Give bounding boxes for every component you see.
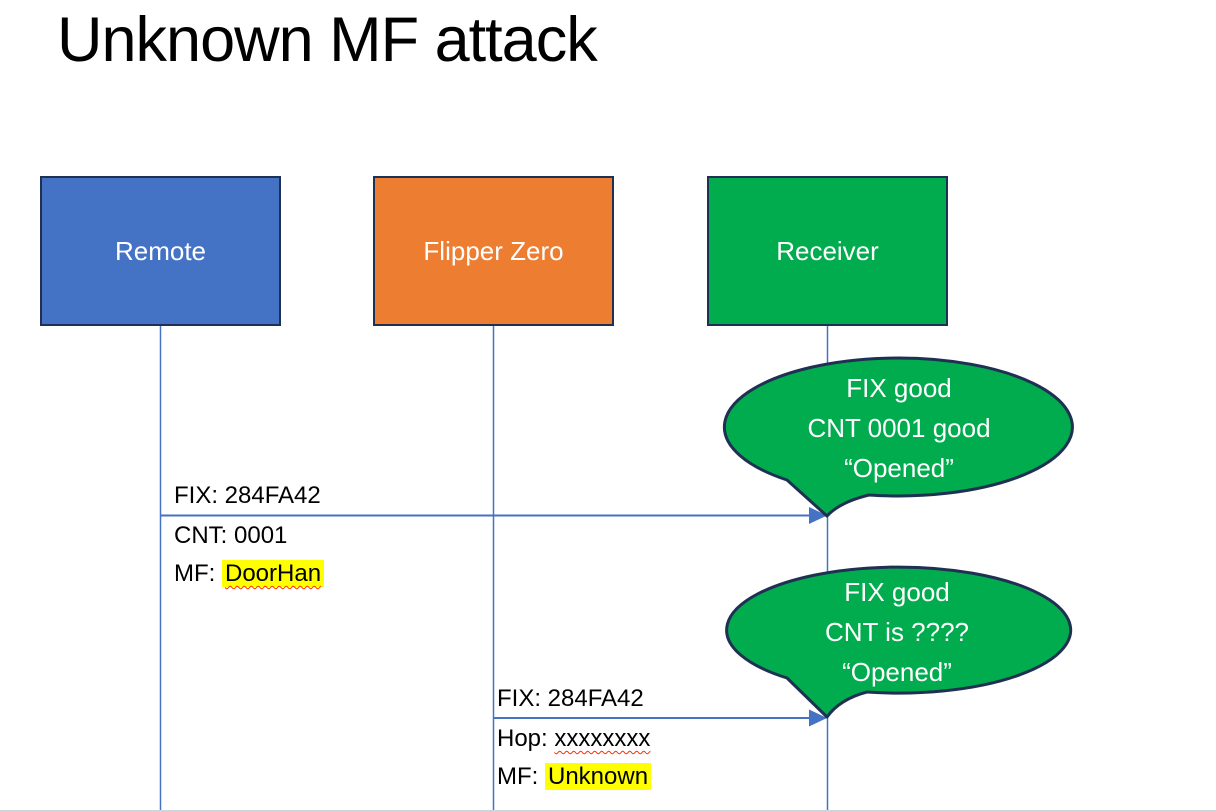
- message-2-line-3: MF: Unknown: [497, 762, 652, 792]
- callout-1-line-2: CNT 0001 good: [807, 413, 991, 443]
- actor-label: Remote: [114, 235, 207, 266]
- message-1-line-3: MF: DoorHan: [174, 559, 325, 589]
- message-1-line-3-highlighted-term: DoorHan: [222, 560, 325, 587]
- callout-1-line-3: “Opened”: [844, 453, 954, 483]
- arrowhead-icon: [809, 507, 827, 524]
- actor-label: Receiver: [776, 235, 879, 266]
- actor-label: Flipper Zero: [423, 235, 564, 266]
- message-2-line-3-highlighted-term: Unknown: [545, 763, 652, 790]
- message-2-line-2: Hop: xxxxxxxx: [497, 724, 650, 754]
- message-2-line-2-underlined-term: xxxxxxxx: [554, 725, 651, 752]
- message-1-line-2: CNT: 0001: [174, 522, 288, 549]
- message-2-line-1: FIX: 284FA42: [497, 685, 644, 712]
- actor-box-remote: Remote: [40, 176, 281, 326]
- message-1-line-3-prefix: MF:: [174, 560, 222, 587]
- message-1-line-1: FIX: 284FA42: [174, 482, 321, 509]
- page-title: Unknown MF attack: [57, 5, 598, 75]
- callout-text-1: FIX good CNT 0001 good “Opened”: [759, 368, 1039, 488]
- callout-bubble-2: [725, 565, 1073, 719]
- callout-2-line-2: CNT is ????: [824, 617, 970, 647]
- callout-2-line-1: FIX good: [844, 577, 950, 607]
- message-2-line-3-prefix: MF:: [497, 763, 545, 790]
- callout-2-line-3: “Opened”: [842, 657, 952, 687]
- message-2-line-2-prefix: Hop:: [497, 725, 555, 752]
- callout-bubble-1: [722, 356, 1074, 518]
- arrowhead-icon: [809, 709, 827, 727]
- message-arrow-flipper-to-receiver: [494, 709, 827, 727]
- actor-box-flipper-zero: Flipper Zero: [373, 176, 614, 326]
- callout-1-line-1: FIX good: [846, 373, 952, 403]
- callout-text-2: FIX good CNT is ???? “Opened”: [757, 572, 1037, 692]
- actor-box-receiver: Receiver: [707, 176, 948, 326]
- message-arrow-remote-to-receiver: [161, 507, 827, 524]
